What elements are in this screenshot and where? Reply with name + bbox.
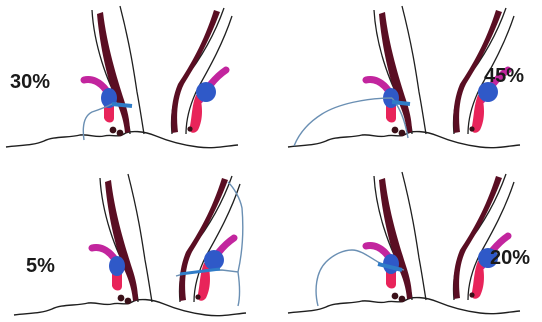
percentage-label-top-right: 45%	[484, 66, 524, 86]
panel-bottom-right	[288, 172, 520, 314]
panel-bottom-left	[14, 174, 246, 316]
percentage-label-bottom-right: 20%	[490, 248, 530, 268]
track-band	[112, 104, 132, 106]
percentage-label-bottom-left: 5%	[26, 256, 55, 276]
track-line	[176, 182, 243, 306]
percentage-label-top-left: 30%	[10, 72, 50, 92]
track-band	[392, 102, 410, 104]
